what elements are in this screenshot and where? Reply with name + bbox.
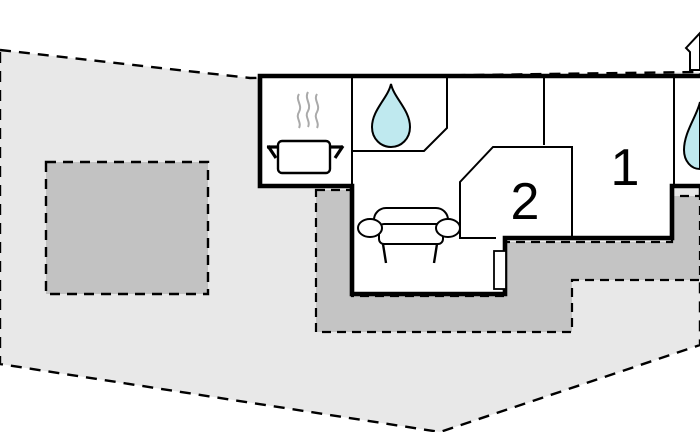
exterior-walls xyxy=(257,73,700,297)
interior-walls xyxy=(351,78,675,239)
house-interior xyxy=(260,76,700,294)
neighbour-building xyxy=(44,160,210,296)
water-drop-icon xyxy=(370,83,412,149)
radiator-icon xyxy=(493,250,507,290)
room-label-2: 2 xyxy=(511,173,540,231)
room-label-1: 1 xyxy=(611,139,640,197)
sofa-icon xyxy=(357,207,461,264)
cooking-pot-icon xyxy=(266,91,345,175)
water-drop-icon xyxy=(682,101,700,171)
house-icon xyxy=(684,31,700,71)
